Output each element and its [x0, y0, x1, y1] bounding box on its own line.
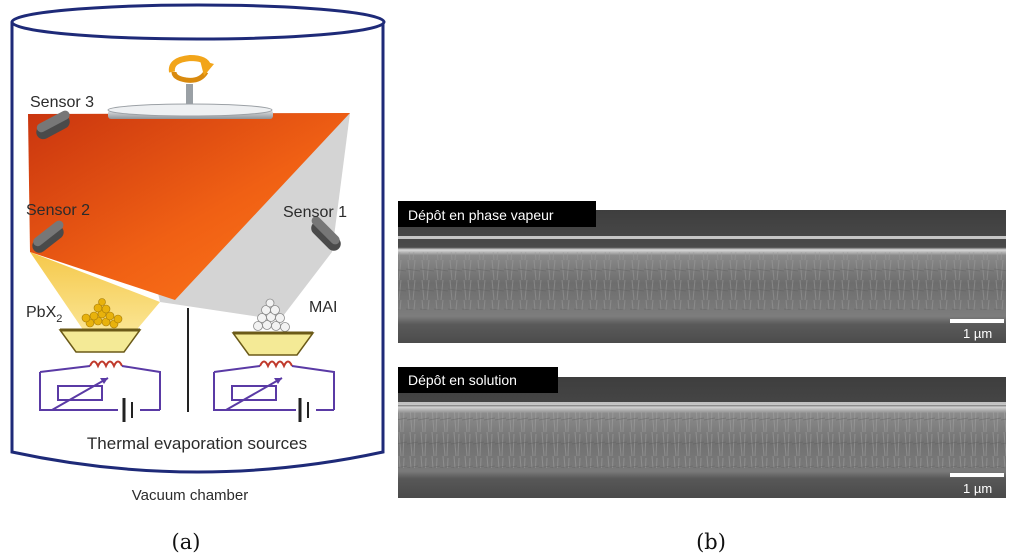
sensor-1-label: Sensor 1 [283, 204, 347, 221]
thermal-evaporation-sources-label: Thermal evaporation sources [87, 434, 307, 453]
scale-label-bottom: 1 µm [963, 481, 992, 496]
vacuum-chamber-outline [10, 22, 385, 474]
panel-b-caption: (b) [696, 530, 726, 554]
pbx2-subscript: 2 [56, 313, 62, 325]
yellow-vapor-cone [30, 252, 160, 340]
orange-vapor-cone [28, 113, 350, 300]
mai-label: MAI [309, 299, 337, 316]
tag-background-bottom [398, 367, 558, 393]
pbx2-source-crucible [58, 298, 142, 353]
panel-b: Dépôt en phase vapeur 1 µm Dépôt en solu… [398, 201, 1006, 554]
rotation-arrow-icon [168, 54, 214, 83]
sem-image-solution-deposition [398, 377, 1006, 498]
tag-vapor-deposition: Dépôt en phase vapeur [408, 207, 554, 223]
vacuum-chamber-label: Vacuum chamber [132, 487, 248, 504]
panel-a: Sensor 3 Sensor 2 Sensor 1 PbX2 M [10, 3, 386, 554]
pbx2-label: PbX2 [26, 304, 62, 325]
sensor-1-icon [311, 216, 341, 251]
sensor-3-icon [36, 110, 70, 140]
sensor-2-label: Sensor 2 [26, 202, 90, 219]
panel-a-caption: (a) [172, 530, 201, 554]
right-heater-circuit [213, 360, 335, 422]
left-heater-circuit [39, 360, 161, 422]
mai-source-crucible [231, 298, 315, 356]
scale-bar-top [950, 319, 1004, 323]
tag-background-top [398, 201, 596, 227]
scale-label-top: 1 µm [963, 326, 992, 341]
sensor-2-icon [32, 220, 64, 253]
rotating-substrate-holder [107, 84, 273, 119]
sensor-3-label: Sensor 3 [30, 94, 94, 111]
scale-bar-bottom [950, 473, 1004, 477]
pbx2-main-text: PbX [26, 304, 57, 321]
sem-image-vapor-deposition [398, 210, 1006, 343]
tag-solution-deposition: Dépôt en solution [408, 372, 517, 388]
chamber-top-rim [10, 3, 386, 41]
